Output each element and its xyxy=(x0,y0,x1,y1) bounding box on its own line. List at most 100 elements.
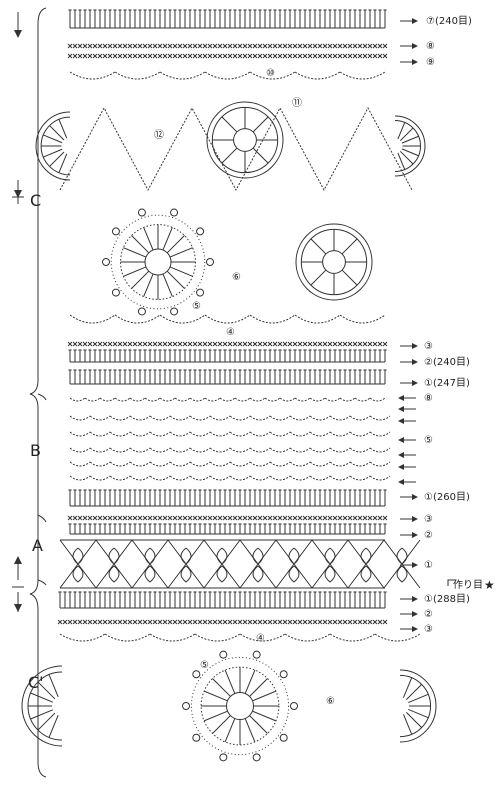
row-arrow-right xyxy=(400,596,418,602)
row-note: (240目) xyxy=(435,16,472,27)
section-label-c: C xyxy=(30,191,41,210)
row-cp2-stitches xyxy=(57,619,388,625)
row-num: ① xyxy=(424,594,433,605)
row-a3-stitches xyxy=(67,515,388,521)
row-num: ⑧ xyxy=(426,41,435,52)
section-label-c-prime: C' xyxy=(28,673,44,692)
row-b3-arches xyxy=(69,475,391,481)
row-num: ③ xyxy=(424,514,433,525)
row-arrow-left xyxy=(398,479,416,485)
row-arrow-right xyxy=(400,59,418,65)
row-labels-a: ③ ② ① 作り目 ★ xyxy=(424,514,495,592)
row-c3-stitches xyxy=(67,341,388,347)
row-labels-c: ⑦(240目) ⑧ ⑨ ⑩ ⑪ ⑫ ⑥ ⑤ ④ ③ ②(240目) ①(247目… xyxy=(154,16,472,389)
row-arrow-left xyxy=(398,418,416,424)
row-num: ④ xyxy=(256,633,265,644)
row-arrow-right xyxy=(400,380,418,386)
row-note: (240目) xyxy=(433,357,470,368)
row-arrow-right xyxy=(400,611,418,617)
row-arrows xyxy=(398,18,418,632)
row-arrow-right xyxy=(400,43,418,49)
row-arrow-left xyxy=(398,452,416,458)
row-arrow-left xyxy=(398,437,416,443)
row-b4-arches xyxy=(69,461,391,467)
row-c8-stitches xyxy=(67,43,388,49)
row-num: ⑤ xyxy=(200,660,209,671)
motif-wheel-top xyxy=(206,101,284,179)
row-c10-scallops xyxy=(69,71,386,80)
row-c12-diamonds xyxy=(59,106,413,192)
row-num: ② xyxy=(424,609,433,620)
row-num: ⑦ xyxy=(426,16,435,27)
motif-half-right-top xyxy=(394,115,426,177)
motif-flower-bottom xyxy=(182,650,298,762)
row-b8-picots xyxy=(69,397,386,402)
section-brackets xyxy=(29,7,47,778)
row-num: ⑥ xyxy=(232,272,241,283)
row-num: ① xyxy=(424,560,433,571)
row-arrow-right xyxy=(400,516,418,522)
svg-text:①(260目): ①(260目) xyxy=(424,492,470,503)
row-num: ⑧ xyxy=(424,393,433,404)
row-b7-arches xyxy=(69,415,391,421)
row-arrow-right xyxy=(400,562,418,568)
row-arrow-left xyxy=(398,395,416,401)
row-labels-c-prime: ①(288目) ② ③ ④ ⑤ ⑥ xyxy=(200,594,470,707)
svg-text:⑦(240目): ⑦(240目) xyxy=(426,16,472,27)
row-num: ⑫ xyxy=(154,129,164,141)
row-arrow-right xyxy=(400,343,418,349)
row-a2-stitches xyxy=(68,523,387,535)
row-c4-scallops xyxy=(69,314,386,324)
row-num: ① xyxy=(424,492,433,503)
row-arrow-right xyxy=(400,18,418,24)
row-c2-stitches xyxy=(68,349,387,363)
row-note: (288目) xyxy=(433,594,470,605)
row-num: ③ xyxy=(424,624,433,635)
row-arrow-left xyxy=(398,464,416,470)
motif-half-left-top xyxy=(35,111,71,181)
row-b6-arches xyxy=(69,431,391,437)
row-c7-stitches xyxy=(68,9,387,29)
motif-wheel-mid xyxy=(295,223,373,301)
row-b5-arches xyxy=(69,447,391,453)
row-labels-b: ⑧ ⑤ ①(260目) xyxy=(424,393,470,503)
row-arrow-right xyxy=(400,626,418,632)
row-num: ⑤ xyxy=(424,435,433,446)
stitch-rows xyxy=(57,9,421,642)
row-num: ⑨ xyxy=(426,57,435,68)
svg-text:②(240目): ②(240目) xyxy=(424,357,470,368)
row-num: ② xyxy=(424,357,433,368)
star-icon: ★ xyxy=(484,578,495,592)
row-arrow-right xyxy=(400,359,418,365)
row-note: (247目) xyxy=(433,378,470,389)
row-cp4-scallops xyxy=(59,633,421,642)
row-a1-butterflies xyxy=(59,539,421,589)
row-arrow-right xyxy=(400,532,418,538)
section-label-b: B xyxy=(30,441,41,460)
row-num: ⑤ xyxy=(192,301,201,312)
row-num: ④ xyxy=(226,327,235,338)
motif-flower-left xyxy=(102,208,214,316)
row-num: ② xyxy=(424,530,433,541)
motifs xyxy=(21,101,437,762)
svg-text:①(247目): ①(247目) xyxy=(424,378,470,389)
row-arrow-left xyxy=(398,406,416,412)
row-num: ⑩ xyxy=(266,68,275,79)
motif-half-left-bottom xyxy=(21,665,63,747)
row-num: ⑪ xyxy=(292,97,302,109)
row-arrow-right xyxy=(400,494,418,500)
direction-arrows xyxy=(12,12,24,612)
row-cp1-stitches xyxy=(58,591,387,609)
row-b1-stitches xyxy=(68,489,387,507)
row-c9-stitches xyxy=(67,53,388,59)
row-num: ① xyxy=(424,378,433,389)
row-num: ③ xyxy=(424,341,433,352)
row-note: (260目) xyxy=(433,492,470,503)
row-num: ⑥ xyxy=(326,696,335,707)
foundation-chain-label: 作り目 xyxy=(453,579,483,591)
motif-half-right-bottom xyxy=(399,669,437,743)
row-c1-stitches xyxy=(68,369,387,385)
section-label-a: A xyxy=(32,536,43,555)
svg-text:①(288目): ①(288目) xyxy=(424,594,470,605)
